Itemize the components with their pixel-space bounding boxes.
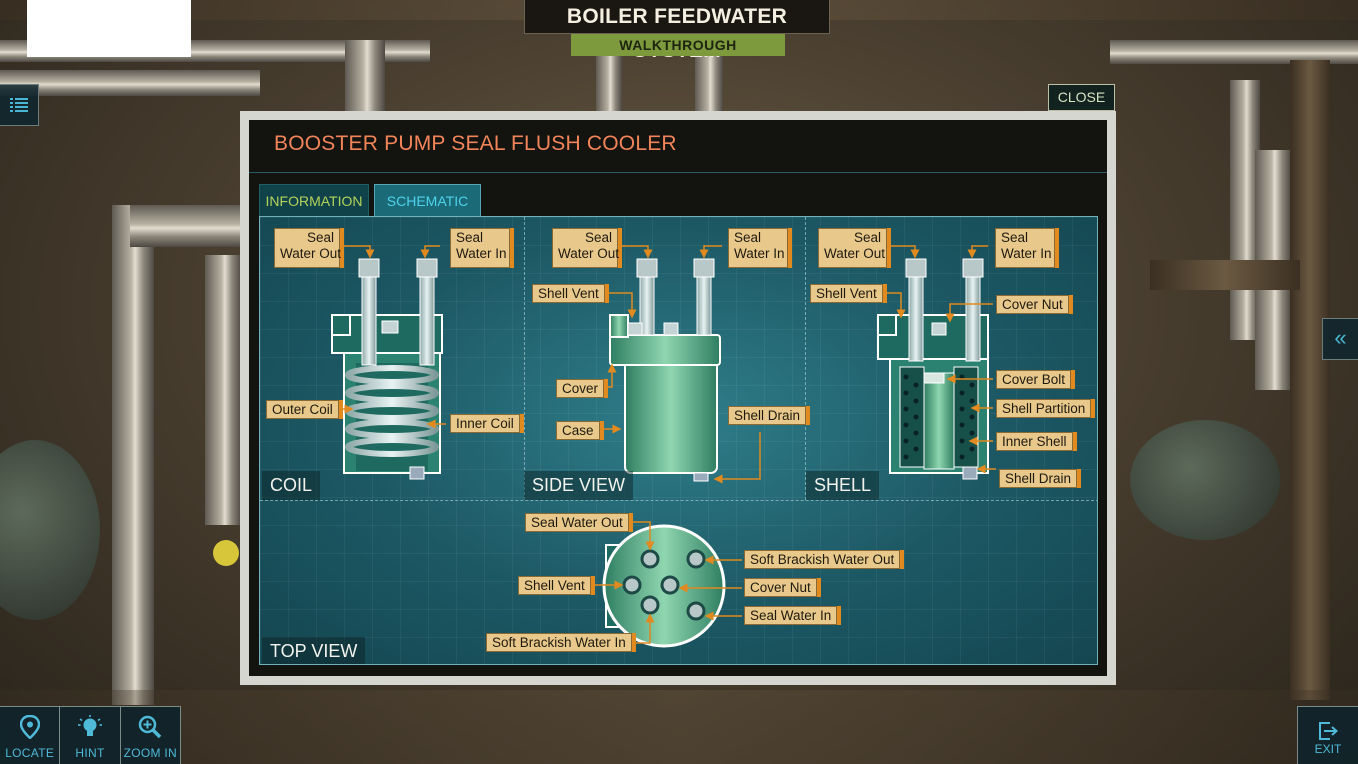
section-label-top-view: TOP VIEW (262, 637, 366, 664)
hint-button[interactable]: HINT (60, 707, 121, 764)
callout-line: Seal (306, 230, 334, 245)
callout-outer-coil[interactable]: Outer Coil (266, 400, 343, 419)
callout-top-seal-water-out[interactable]: Seal Water Out (525, 513, 633, 532)
callout-line: Water In (456, 246, 507, 261)
callout-top-cover-nut[interactable]: Cover Nut (744, 578, 821, 597)
exit-label: EXIT (1314, 742, 1342, 756)
callout-side-shell-drain[interactable]: Shell Drain (728, 406, 811, 425)
callout-soft-brackish-water-in[interactable]: Soft Brackish Water In (486, 633, 636, 652)
coil-drawing (331, 245, 446, 480)
menu-button[interactable] (0, 84, 39, 126)
callout-line: Seal (1001, 230, 1029, 245)
callout-line: Water Out (280, 246, 342, 261)
exit-button[interactable]: EXIT (1297, 706, 1358, 764)
shell-drawing (877, 245, 996, 480)
callout-shell-seal-water-out[interactable]: Seal Water Out (818, 228, 891, 268)
side-view-drawing (600, 245, 761, 484)
callout-line: Seal (734, 230, 762, 245)
zoom-in-button[interactable]: ZOOM IN (121, 707, 180, 764)
dialog-title: BOOSTER PUMP SEAL FLUSH COOLER (274, 132, 677, 155)
section-divider (260, 500, 1097, 501)
callout-coil-seal-water-in[interactable]: Seal Water In (450, 228, 514, 268)
section-label-shell: SHELL (806, 471, 880, 500)
tab-schematic[interactable]: SCHEMATIC (374, 184, 481, 217)
callout-inner-shell[interactable]: Inner Shell (996, 432, 1077, 451)
callout-line: Seal (853, 230, 881, 245)
callout-cover-nut[interactable]: Cover Nut (996, 295, 1073, 314)
callout-case[interactable]: Case (556, 421, 604, 440)
list-icon (10, 98, 28, 112)
lightbulb-icon (77, 715, 102, 736)
mode-subtitle: WALKTHROUGH (571, 34, 785, 56)
callout-top-seal-water-in[interactable]: Seal Water In (744, 606, 842, 625)
double-chevron-left-icon: « (1334, 325, 1347, 350)
callout-line: Seal (456, 230, 484, 245)
section-label-coil: COIL (262, 471, 321, 500)
exit-icon (1319, 722, 1339, 740)
bottom-toolbar: LOCATE HINT ZOOM IN (0, 706, 181, 764)
callout-side-shell-vent[interactable]: Shell Vent (532, 284, 609, 303)
callout-inner-coil[interactable]: Inner Coil (450, 414, 524, 433)
callout-cover-bolt[interactable]: Cover Bolt (996, 370, 1076, 389)
tab-information[interactable]: INFORMATION (259, 184, 369, 217)
zoom-in-icon (139, 715, 162, 739)
hint-label: HINT (75, 746, 105, 760)
callout-side-seal-water-in[interactable]: Seal Water In (728, 228, 792, 268)
schematic-panel: COIL SIDE VIEW SHELL TOP VIEW Seal Water… (259, 216, 1098, 665)
app-title: BOILER FEEDWATER SYSTEM (524, 0, 830, 62)
callout-line: Water Out (558, 246, 620, 261)
callout-line: Water Out (824, 246, 886, 261)
callout-cover[interactable]: Cover (556, 379, 609, 398)
callout-shell-seal-water-in[interactable]: Seal Water In (995, 228, 1059, 268)
locate-button[interactable]: LOCATE (0, 707, 61, 764)
callout-line: Seal (584, 230, 612, 245)
component-dialog: BOOSTER PUMP SEAL FLUSH COOLER INFORMATI… (240, 111, 1116, 685)
schematic-drawing (331, 245, 996, 648)
callout-shell-shell-drain[interactable]: Shell Drain (999, 469, 1082, 488)
close-button[interactable]: CLOSE (1048, 84, 1115, 111)
locate-label: LOCATE (5, 746, 55, 760)
top-view-drawing (584, 521, 742, 648)
section-label-side-view: SIDE VIEW (524, 471, 634, 500)
section-divider (805, 217, 806, 500)
callout-line: Water In (734, 246, 785, 261)
title-divider (249, 172, 1107, 173)
logo-placeholder (27, 0, 191, 57)
callout-shell-shell-vent[interactable]: Shell Vent (810, 284, 887, 303)
callout-coil-seal-water-out[interactable]: Seal Water Out (274, 228, 344, 268)
section-divider (524, 217, 525, 500)
locate-pin-icon (19, 715, 40, 739)
callout-shell-partition[interactable]: Shell Partition (996, 399, 1096, 418)
callout-soft-brackish-water-out[interactable]: Soft Brackish Water Out (744, 550, 905, 569)
callout-top-shell-vent[interactable]: Shell Vent (518, 576, 595, 595)
expand-panel-button[interactable]: « (1322, 318, 1358, 360)
callout-line: Water In (1001, 246, 1052, 261)
callout-side-seal-water-out[interactable]: Seal Water Out (552, 228, 622, 268)
zoom-in-label: ZOOM IN (123, 746, 178, 760)
